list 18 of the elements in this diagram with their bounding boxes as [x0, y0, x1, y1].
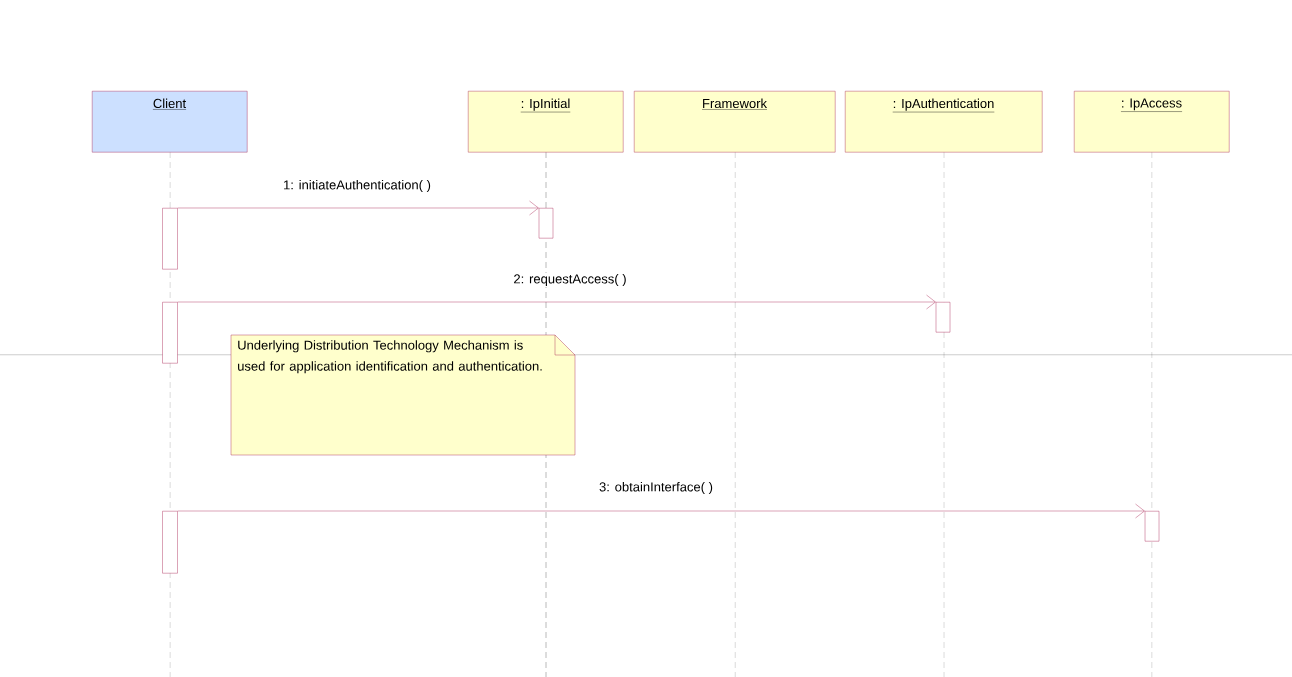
object-box: Client [92, 91, 248, 153]
activation-bar [162, 208, 178, 270]
note: Underlying Distribution Technology Mechanism is used for application identification and authentication. [230, 334, 576, 456]
message-label: 2: requestAccess( ) [512, 272, 628, 288]
activation-bar [935, 302, 951, 333]
activation-bar [1144, 511, 1160, 542]
message-label: 1: initiateAuthentication( ) [282, 178, 432, 194]
object-box: : IpAuthentication [845, 91, 1043, 153]
message-arrow [177, 200, 539, 216]
object-box: : IpAccess [1074, 91, 1230, 153]
activation-bar [538, 208, 554, 239]
activation-bar [162, 302, 178, 364]
message-label: 3: obtainInterface( ) [598, 480, 714, 496]
object-box: : IpInitial [468, 91, 624, 153]
message-arrow [177, 294, 936, 310]
object-box: Framework [634, 91, 836, 153]
message-arrow [177, 503, 1145, 519]
activation-bar [162, 511, 178, 574]
